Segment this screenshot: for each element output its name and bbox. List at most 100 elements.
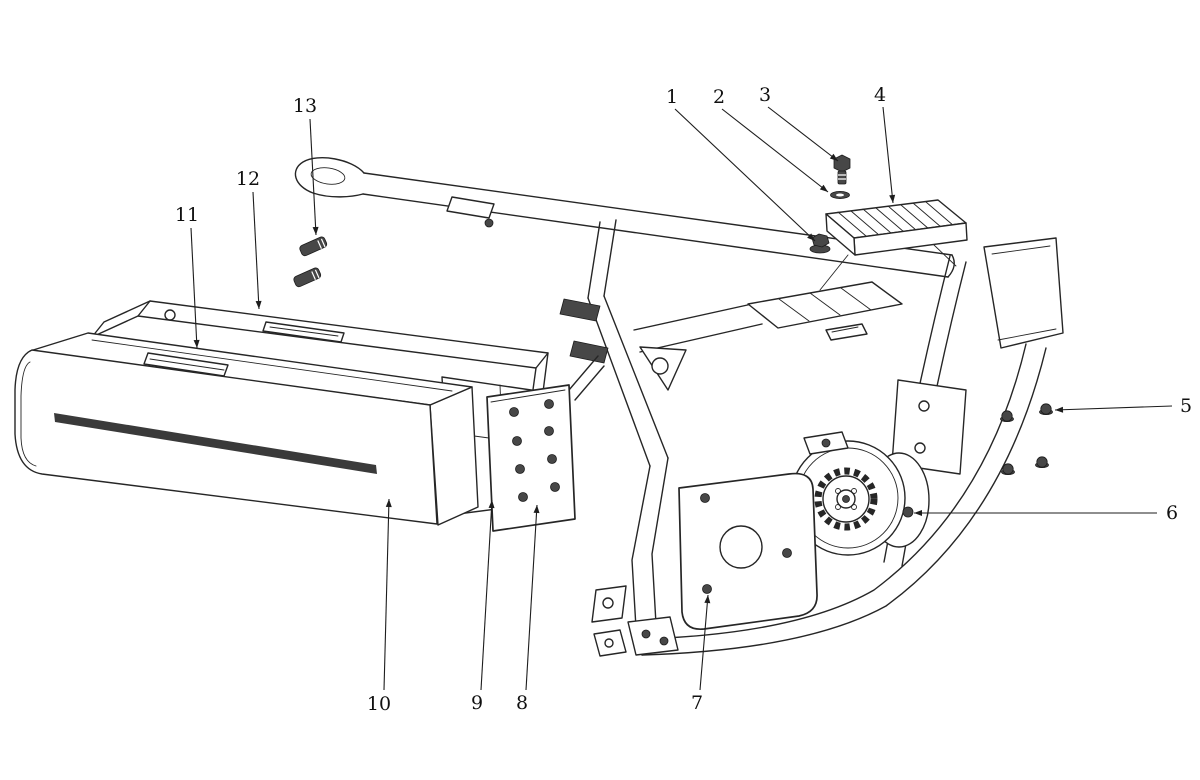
leader-arrowhead-5	[1055, 406, 1064, 413]
nut-top	[1040, 403, 1052, 415]
tray-left-end	[91, 300, 151, 338]
battery-pack	[14, 332, 479, 526]
rear-plate	[983, 237, 1064, 349]
bolt-threads	[311, 269, 320, 280]
tube-bolt	[484, 218, 494, 228]
bracket-hole	[918, 400, 930, 412]
plate-body	[486, 384, 576, 532]
screw	[544, 426, 554, 436]
sprocket-hole	[835, 488, 841, 494]
washer-hole	[836, 193, 844, 197]
plate-bolt	[702, 584, 712, 594]
battery-right-face	[429, 386, 479, 526]
plate-bolt	[700, 493, 710, 503]
screw	[544, 399, 554, 409]
frame	[294, 157, 1064, 657]
bottom-bolt	[641, 629, 651, 639]
tube-gusset	[446, 196, 495, 219]
callout-label-1: 1	[666, 86, 678, 108]
leader-line-1	[674, 108, 816, 242]
bolt-threads	[317, 238, 326, 249]
leader-arrowhead-9	[488, 500, 495, 509]
leader-line-2	[721, 108, 829, 193]
mount-lug	[569, 340, 609, 364]
bottom-bolt	[659, 636, 669, 646]
leader-line-13	[309, 118, 317, 236]
flange-nuts-5	[1000, 403, 1053, 475]
callout-label-5: 5	[1180, 395, 1192, 417]
leader-arrowhead-1	[807, 233, 815, 241]
battery-front-face	[14, 349, 438, 525]
callout-label-13: 13	[293, 95, 317, 117]
callout-label-10: 10	[367, 693, 391, 715]
leader-arrowhead-10	[385, 499, 392, 508]
mid-tube	[633, 303, 763, 353]
grab-loop-hole	[310, 167, 346, 185]
down-tube	[587, 295, 669, 467]
gusset-hole	[651, 357, 669, 375]
flange-nut	[1001, 463, 1015, 475]
controller-side	[825, 213, 856, 256]
peg-hole	[602, 597, 614, 609]
controller-fins	[837, 201, 955, 237]
sprocket-hole	[851, 504, 857, 510]
leader-line-8	[525, 504, 538, 691]
leader-arrowhead-8	[533, 505, 540, 514]
callout-label-12: 12	[236, 168, 260, 190]
bottom-bracket	[627, 616, 679, 656]
sprocket-hole	[835, 504, 841, 510]
cradle-tube	[631, 457, 669, 629]
bolt-body	[293, 267, 322, 288]
bolt-3	[833, 154, 851, 185]
callout-label-7: 7	[691, 692, 703, 714]
plate-bolt	[782, 548, 792, 558]
leader-line-9	[480, 499, 493, 691]
rack-slot-line	[831, 326, 859, 333]
grab-loop	[294, 157, 365, 198]
leader-line-5	[1054, 405, 1173, 411]
battery-top-crease	[91, 339, 453, 392]
controller-assembly	[809, 154, 968, 291]
screw	[512, 436, 522, 446]
leader-arrowhead-3	[829, 153, 838, 161]
leader-line-3	[767, 106, 839, 162]
bolt-shaft	[837, 170, 847, 185]
flange-nut	[1000, 410, 1014, 422]
bracket-hole	[914, 442, 926, 454]
nut-top	[1036, 456, 1048, 468]
leader-arrowhead-6	[914, 510, 922, 516]
mount-lug	[559, 298, 601, 322]
mounting-plate	[486, 355, 605, 532]
screw	[515, 464, 525, 474]
bolts-13	[293, 236, 328, 288]
rack-slot	[825, 323, 868, 341]
foot-hole	[604, 638, 614, 648]
tray-slot	[262, 321, 345, 343]
nut-1	[809, 233, 831, 254]
bolt	[299, 236, 328, 257]
motor-top-bolt	[821, 438, 831, 448]
rack-slats	[778, 287, 872, 322]
sprocket-hole	[851, 488, 857, 494]
leader-line-10	[383, 498, 390, 691]
leader-line-11	[190, 227, 198, 349]
bolt-threads	[838, 174, 846, 180]
battery-groove	[54, 413, 377, 474]
leader-line-12	[252, 191, 260, 310]
callout-label-8: 8	[516, 692, 528, 714]
plate-edge-line	[490, 389, 566, 403]
sprocket-hub	[836, 489, 856, 509]
sprocket-center	[842, 495, 850, 503]
top-tube-endcap	[947, 254, 955, 278]
washer-2	[830, 190, 850, 199]
screw	[518, 492, 528, 502]
leader-line-4	[882, 106, 894, 204]
lower-rail-outer	[641, 347, 1047, 656]
leader-arrowhead-7	[704, 595, 711, 604]
screw	[550, 482, 560, 492]
sprocket-teeth	[814, 467, 878, 531]
callout-label-3: 3	[759, 84, 771, 106]
